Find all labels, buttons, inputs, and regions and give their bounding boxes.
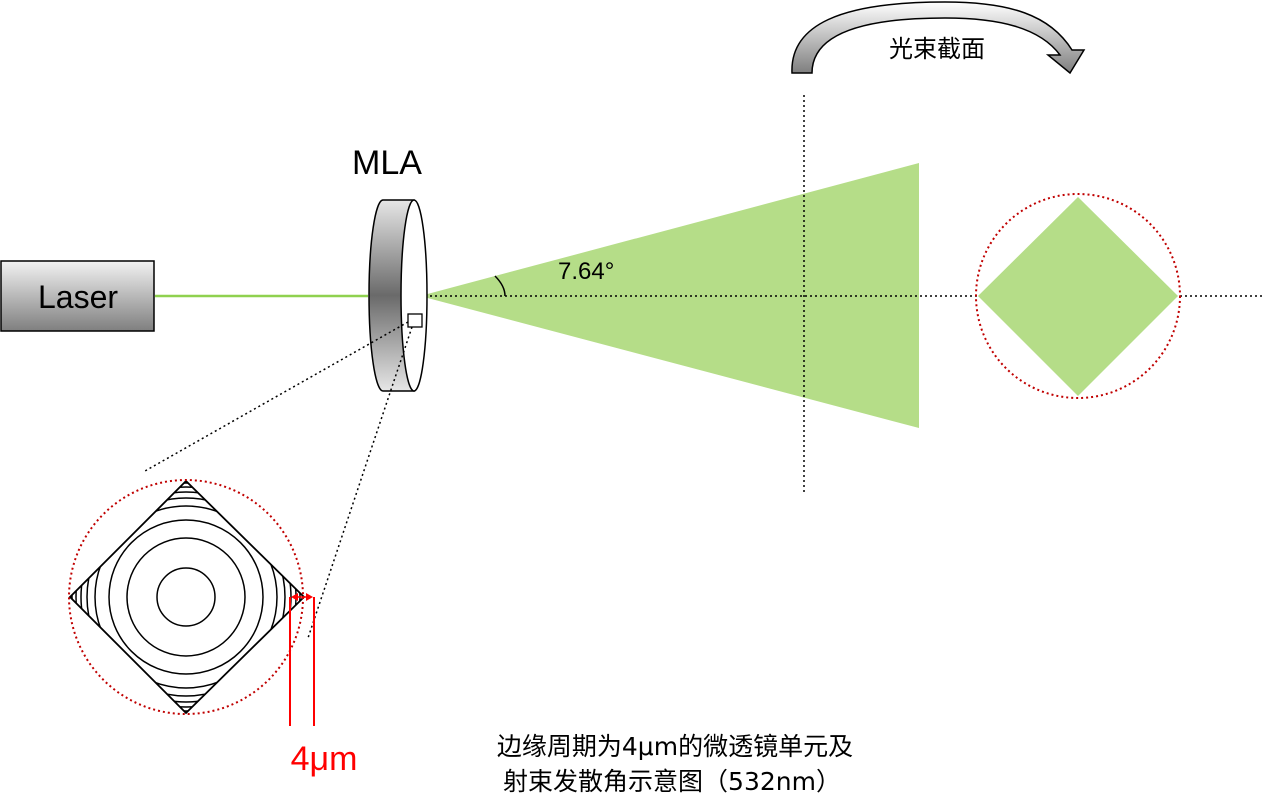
caption-line-1: 边缘周期为4μm的微透镜单元及 bbox=[497, 732, 853, 761]
dimension-arrowhead-left bbox=[291, 593, 298, 601]
beam-section-label: 光束截面 bbox=[889, 35, 985, 63]
divergence-angle-arc bbox=[494, 275, 506, 297]
period-dimension: 4μm bbox=[289, 593, 358, 778]
mla-label: MLA bbox=[352, 144, 422, 182]
micro-lens-circle bbox=[68, 479, 304, 715]
cross-section-circle bbox=[975, 193, 1181, 399]
mla-lens bbox=[368, 199, 428, 392]
laser-box bbox=[0, 260, 155, 332]
micro-lens-diamond-outline bbox=[68, 479, 306, 715]
caption-line-2: 射束发散角示意图（532nm） bbox=[503, 767, 841, 796]
cross-section-diamond bbox=[978, 197, 1178, 396]
dimension-arrowhead-right bbox=[306, 593, 313, 601]
laser-source: Laser bbox=[0, 260, 155, 332]
mla-unit-marker bbox=[407, 313, 423, 328]
period-label: 4μm bbox=[291, 740, 358, 778]
beam-cross-section bbox=[975, 193, 1181, 399]
zoom-guide-line-upper bbox=[144, 321, 409, 472]
laser-label: Laser bbox=[38, 279, 118, 315]
mla-lens-face bbox=[400, 199, 428, 392]
divergent-beam-cone bbox=[420, 163, 919, 428]
divergence-angle-label: 7.64° bbox=[558, 258, 614, 285]
rotate-arrow-icon bbox=[791, 1, 1086, 75]
